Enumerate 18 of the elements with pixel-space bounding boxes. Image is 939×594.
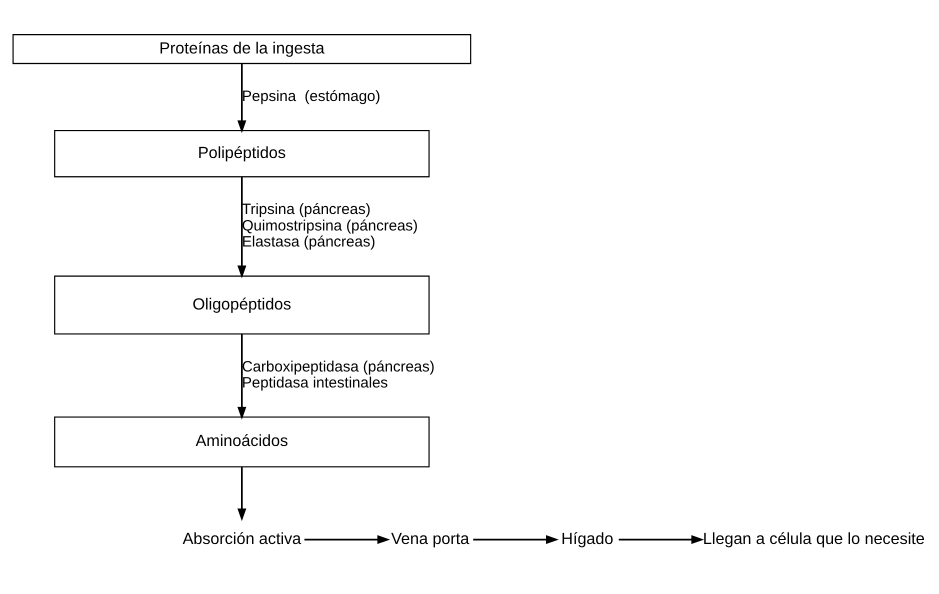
arrow xyxy=(473,534,559,544)
node-box: Oligopéptidos xyxy=(54,275,430,334)
arrow xyxy=(237,63,246,133)
node-box: Aminoácidos xyxy=(54,416,430,467)
arrow xyxy=(304,534,390,544)
arrow xyxy=(237,466,246,521)
node-text: Absorción activa xyxy=(182,529,302,548)
edge-label: Pepsina (estómago) xyxy=(242,87,380,104)
arrow xyxy=(237,176,246,278)
node-box: Proteínas de la ingesta xyxy=(12,34,472,64)
node-text: Llegan a célula que lo necesite xyxy=(702,529,925,548)
arrow xyxy=(237,334,246,420)
edge-label: Tripsina (páncreas) Quimostripsina (páncreas) Elastasa (páncreas) xyxy=(242,200,418,250)
node-text: Hígado xyxy=(561,529,614,548)
edge-label: Carboxipeptidasa (páncreas) Peptidasa intestinales xyxy=(242,358,435,392)
node-text: Vena porta xyxy=(391,529,470,548)
arrow xyxy=(618,534,704,544)
node-box: Polipéptidos xyxy=(54,129,430,177)
